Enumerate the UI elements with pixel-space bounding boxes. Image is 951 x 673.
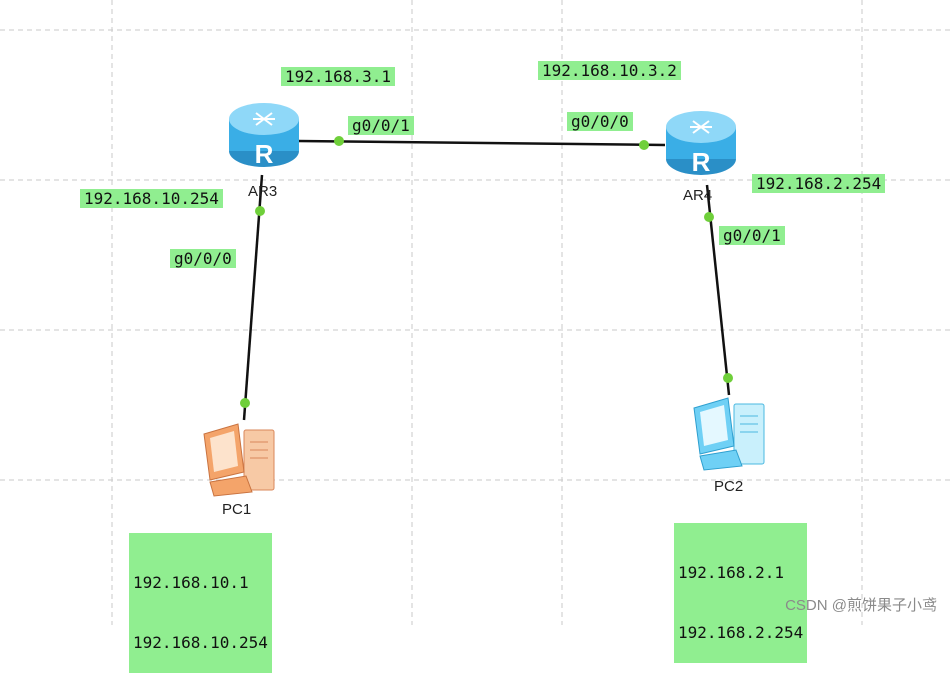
watermark: CSDN @煎饼果子小鸢	[785, 597, 937, 614]
port-pc2	[723, 373, 733, 383]
svg-text:R: R	[692, 147, 711, 177]
svg-text:R: R	[255, 139, 274, 169]
pc1-name: PC1	[222, 501, 252, 518]
ar3-name: AR3	[248, 183, 278, 200]
label-ar4-port-down: g0/0/1	[719, 226, 785, 245]
port-ar3-g0-0-1	[334, 136, 344, 146]
pc1-ip: 192.168.10.1	[133, 573, 249, 592]
pc2-gateway: 192.168.2.254	[678, 623, 804, 642]
ar4-name: AR4	[683, 187, 713, 204]
label-ar4-port-left: g0/0/0	[567, 112, 633, 131]
pc2-name: PC2	[714, 478, 744, 495]
label-ar3-port-down: g0/0/0	[170, 249, 236, 268]
router-ar4-icon[interactable]: R	[666, 111, 736, 177]
label-ar3-ip-top: 192.168.3.1	[281, 67, 395, 86]
label-pc2-ip: 192.168.2.1 192.168.2.254	[674, 523, 808, 663]
pc1-gateway: 192.168.10.254	[133, 633, 268, 652]
port-ar3-g0-0-0	[255, 206, 265, 216]
port-ar4-g0-0-0	[639, 140, 649, 150]
link-ar3-ar4[interactable]	[297, 139, 666, 147]
pc2-icon[interactable]	[693, 397, 765, 471]
pc2-ip: 192.168.2.1	[678, 563, 784, 582]
label-ar4-ip-top: 192.168.10.3.2	[538, 61, 681, 80]
port-pc1	[240, 398, 250, 408]
router-ar3-icon[interactable]: R	[229, 103, 299, 169]
grid	[0, 0, 951, 625]
label-ar4-ip-right: 192.168.2.254	[752, 174, 886, 193]
topology-canvas: R R	[0, 0, 951, 625]
label-pc1-ip: 192.168.10.1 192.168.10.254	[129, 533, 272, 673]
label-ar3-port-right: g0/0/1	[348, 116, 414, 135]
label-ar3-ip-left: 192.168.10.254	[80, 189, 223, 208]
pc1-icon[interactable]	[203, 423, 275, 497]
port-ar4-g0-0-1	[704, 212, 714, 222]
